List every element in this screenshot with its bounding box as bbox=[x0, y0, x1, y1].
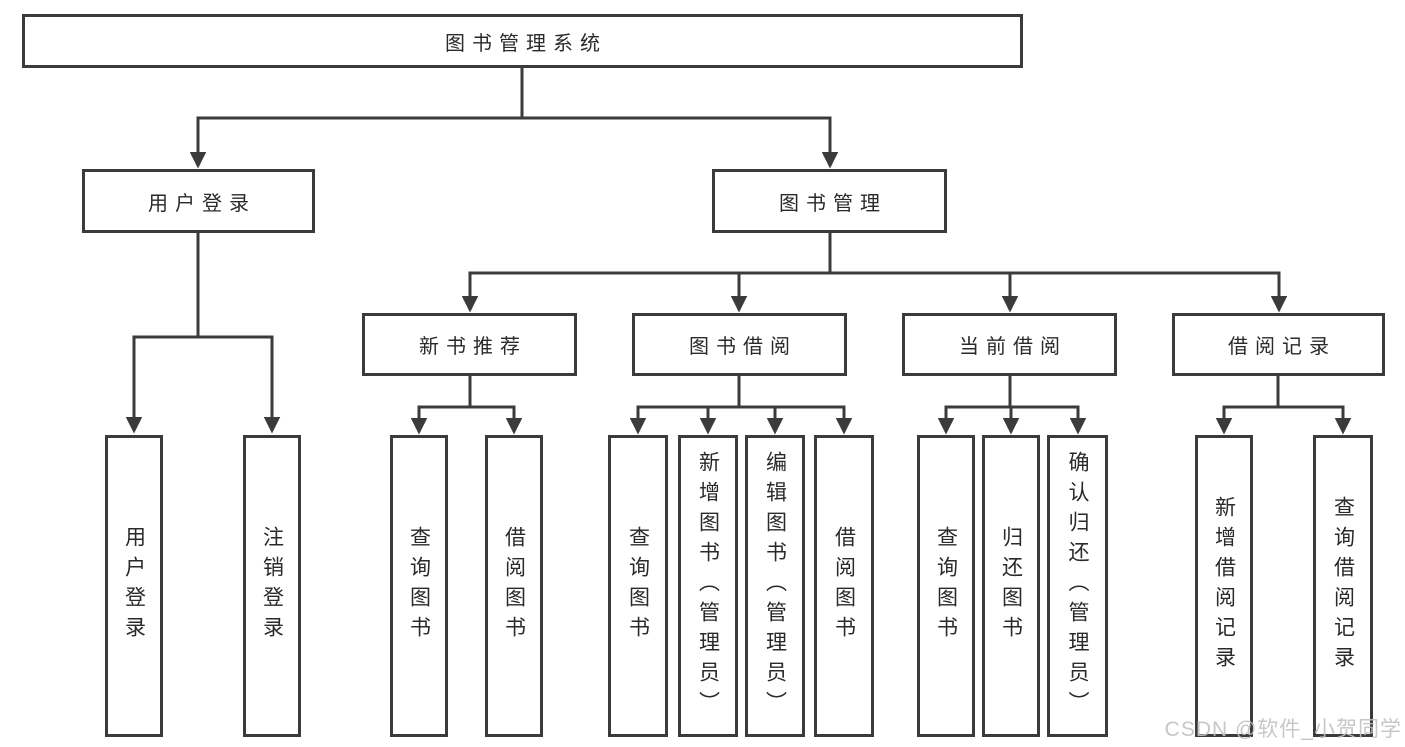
node-book-management-label: 图书管理 bbox=[779, 192, 887, 215]
leaf-bb-borrow-books: 借阅图书 bbox=[814, 435, 874, 737]
leaf-bb-query-books-label: 查询图书 bbox=[626, 526, 650, 646]
leaf-br-add-record-label: 新增借阅记录 bbox=[1212, 496, 1236, 676]
node-current-borrowing: 当前借阅 bbox=[902, 313, 1117, 376]
leaf-user-login: 用户登录 bbox=[105, 435, 163, 737]
leaf-bb-edit-books-admin-label: 编辑图书（管理员） bbox=[763, 451, 787, 721]
node-borrowing-records-label: 借阅记录 bbox=[1228, 336, 1336, 358]
node-user-login: 用户登录 bbox=[82, 169, 315, 233]
leaf-nb-query-books-label: 查询图书 bbox=[407, 526, 431, 646]
leaf-nb-query-books: 查询图书 bbox=[390, 435, 448, 737]
leaf-cb-confirm-return-admin-label: 确认归还（管理员） bbox=[1066, 451, 1090, 721]
node-new-book-recommendation: 新书推荐 bbox=[362, 313, 577, 376]
leaf-bb-query-books: 查询图书 bbox=[608, 435, 668, 737]
leaf-cb-confirm-return-admin: 确认归还（管理员） bbox=[1047, 435, 1108, 737]
node-book-management: 图书管理 bbox=[712, 169, 947, 233]
leaf-cb-return-books: 归还图书 bbox=[982, 435, 1040, 737]
node-book-borrowing-label: 图书借阅 bbox=[689, 336, 797, 358]
leaf-br-add-record: 新增借阅记录 bbox=[1195, 435, 1253, 737]
node-root: 图书管理系统 bbox=[22, 14, 1023, 68]
node-user-login-label: 用户登录 bbox=[148, 192, 256, 215]
csdn-watermark: CSDN @软件_小贺同学 bbox=[1164, 718, 1402, 741]
node-current-borrowing-label: 当前借阅 bbox=[959, 336, 1067, 358]
leaf-bb-edit-books-admin: 编辑图书（管理员） bbox=[745, 435, 805, 737]
leaf-logout-label: 注销登录 bbox=[260, 526, 284, 646]
leaf-logout: 注销登录 bbox=[243, 435, 301, 737]
node-book-borrowing: 图书借阅 bbox=[632, 313, 847, 376]
leaf-br-query-record-label: 查询借阅记录 bbox=[1331, 496, 1355, 676]
node-root-label: 图书管理系统 bbox=[445, 32, 607, 55]
leaf-br-query-record: 查询借阅记录 bbox=[1313, 435, 1373, 737]
node-new-book-recommendation-label: 新书推荐 bbox=[419, 336, 527, 358]
leaf-cb-query-books-label: 查询图书 bbox=[934, 526, 958, 646]
leaf-bb-add-books-admin: 新增图书（管理员） bbox=[678, 435, 738, 737]
leaf-cb-query-books: 查询图书 bbox=[917, 435, 975, 737]
leaf-nb-borrow-books: 借阅图书 bbox=[485, 435, 543, 737]
node-borrowing-records: 借阅记录 bbox=[1172, 313, 1385, 376]
leaf-bb-borrow-books-label: 借阅图书 bbox=[832, 526, 856, 646]
leaf-nb-borrow-books-label: 借阅图书 bbox=[502, 526, 526, 646]
leaf-bb-add-books-admin-label: 新增图书（管理员） bbox=[696, 451, 720, 721]
leaf-user-login-label: 用户登录 bbox=[122, 526, 146, 646]
leaf-cb-return-books-label: 归还图书 bbox=[999, 526, 1023, 646]
